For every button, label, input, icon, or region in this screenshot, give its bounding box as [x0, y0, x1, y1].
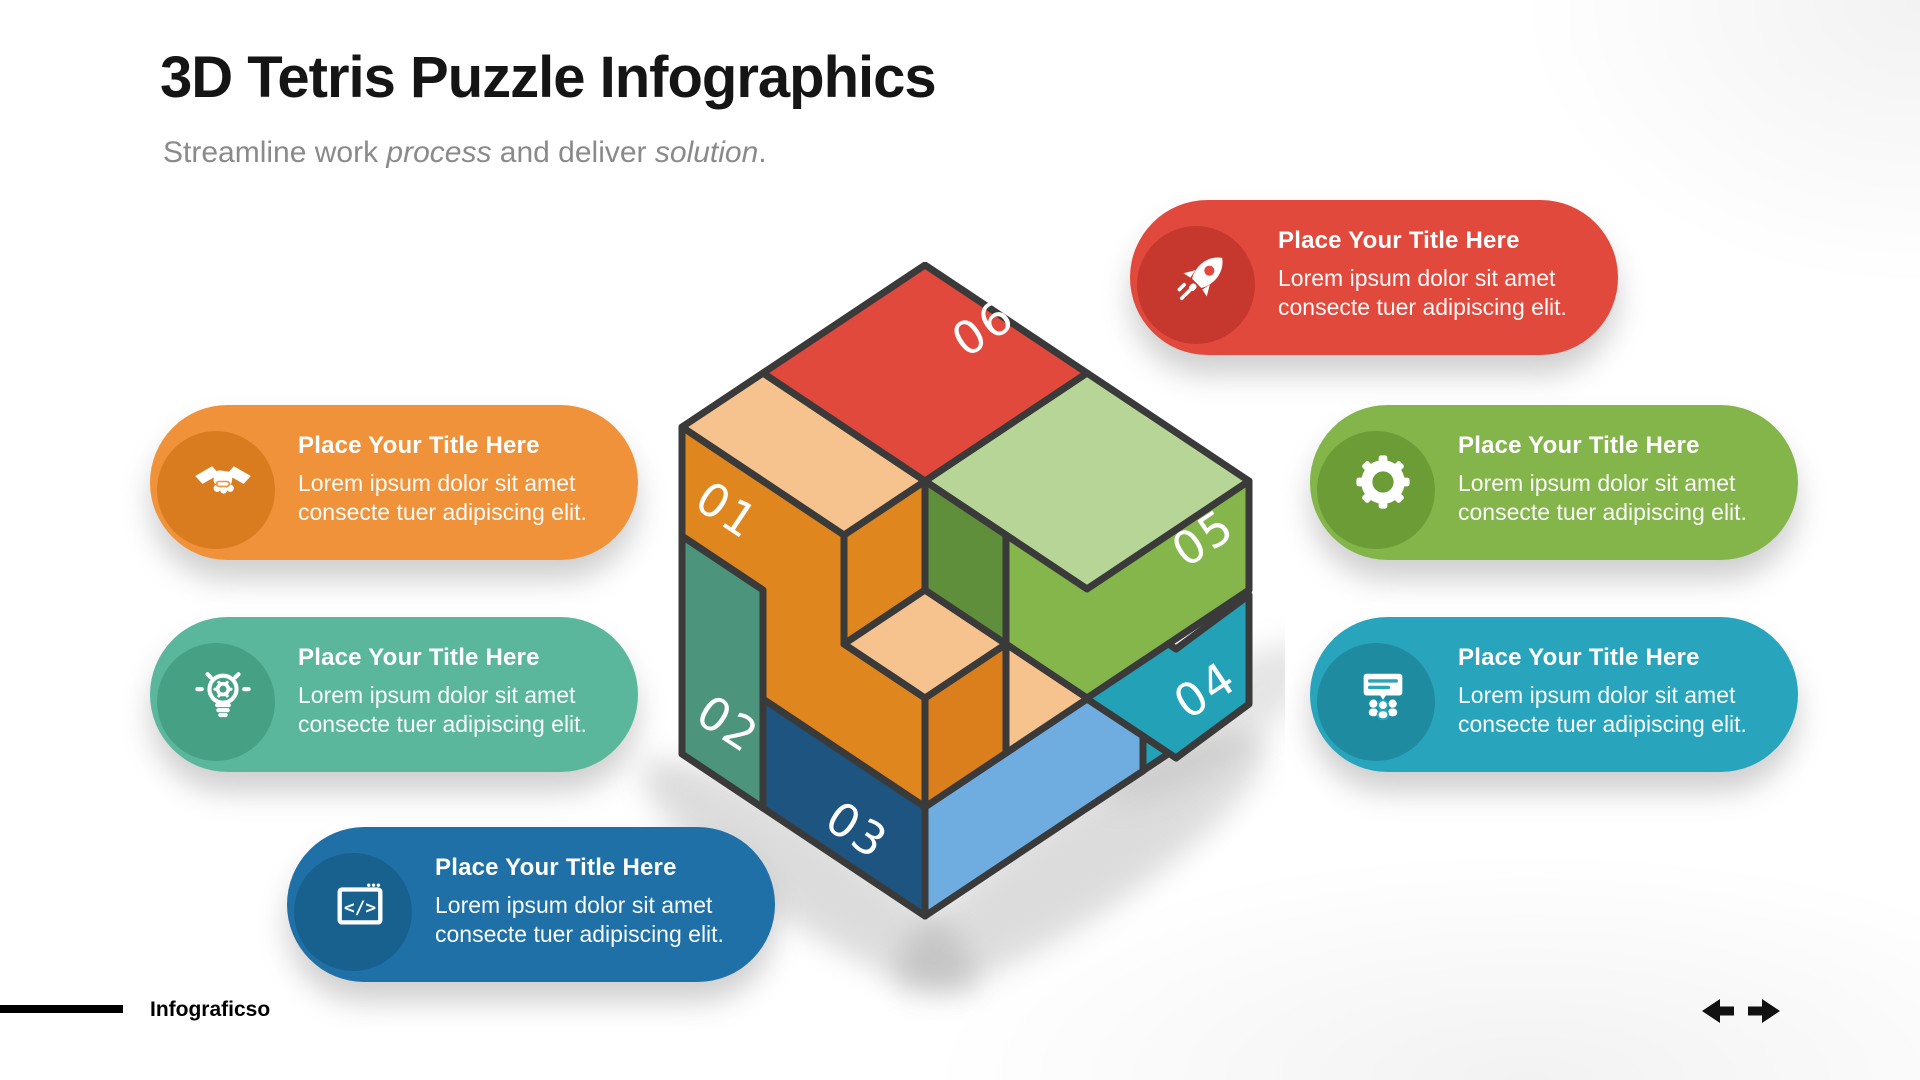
- svg-text:</>: </>: [344, 897, 376, 918]
- tetris-cube-illustration: 06 05 04 01 02 03: [565, 262, 1285, 1022]
- presentation-icon: [1363, 673, 1403, 721]
- card-title: Place Your Title Here: [1278, 227, 1520, 254]
- callout-card-handshake: Place Your Title Here Lorem ipsum dolor …: [150, 405, 638, 560]
- card-title: Place Your Title Here: [1458, 432, 1700, 459]
- footer-accent-bar: [0, 1005, 123, 1013]
- callout-card-idea: Place Your Title Here Lorem ipsum dolor …: [150, 617, 638, 772]
- slide-navigation: [1702, 999, 1780, 1023]
- page-subtitle: Streamline work process and deliver solu…: [163, 136, 767, 169]
- idea-bulb-icon: [195, 672, 251, 718]
- icon-knob-shadow: [294, 853, 412, 971]
- tetris-cube-svg: 06 05 04 01 02 03: [641, 262, 1285, 995]
- callout-card-presentation: Place Your Title Here Lorem ipsum dolor …: [1310, 617, 1798, 772]
- callout-card-gear: Place Your Title Here Lorem ipsum dolor …: [1310, 405, 1798, 560]
- cube-piece-06-top: [759, 262, 1091, 485]
- card-title: Place Your Title Here: [298, 432, 540, 459]
- footer-brand: Infograficso: [150, 998, 271, 1021]
- page-title: 3D Tetris Puzzle Infographics: [160, 45, 937, 110]
- code-window-icon: </>: [337, 883, 383, 925]
- prev-arrow-icon[interactable]: [1702, 999, 1734, 1023]
- icon-knob-shadow: [1137, 226, 1255, 344]
- handshake-icon: [195, 466, 251, 494]
- card-title: Place Your Title Here: [298, 644, 540, 671]
- icon-knob-shadow: [1317, 431, 1435, 549]
- rocket-icon: [1177, 257, 1223, 301]
- next-arrow-icon[interactable]: [1748, 999, 1780, 1023]
- gear-icon: [1356, 455, 1410, 509]
- card-title: Place Your Title Here: [435, 854, 677, 881]
- callout-card-code: </> Place Your Title Here Lorem ipsum do…: [287, 827, 775, 982]
- cube-piece-05-front: [1002, 477, 1253, 702]
- card-title: Place Your Title Here: [1458, 644, 1700, 671]
- callout-card-rocket: Place Your Title Here Lorem ipsum dolor …: [1130, 200, 1618, 355]
